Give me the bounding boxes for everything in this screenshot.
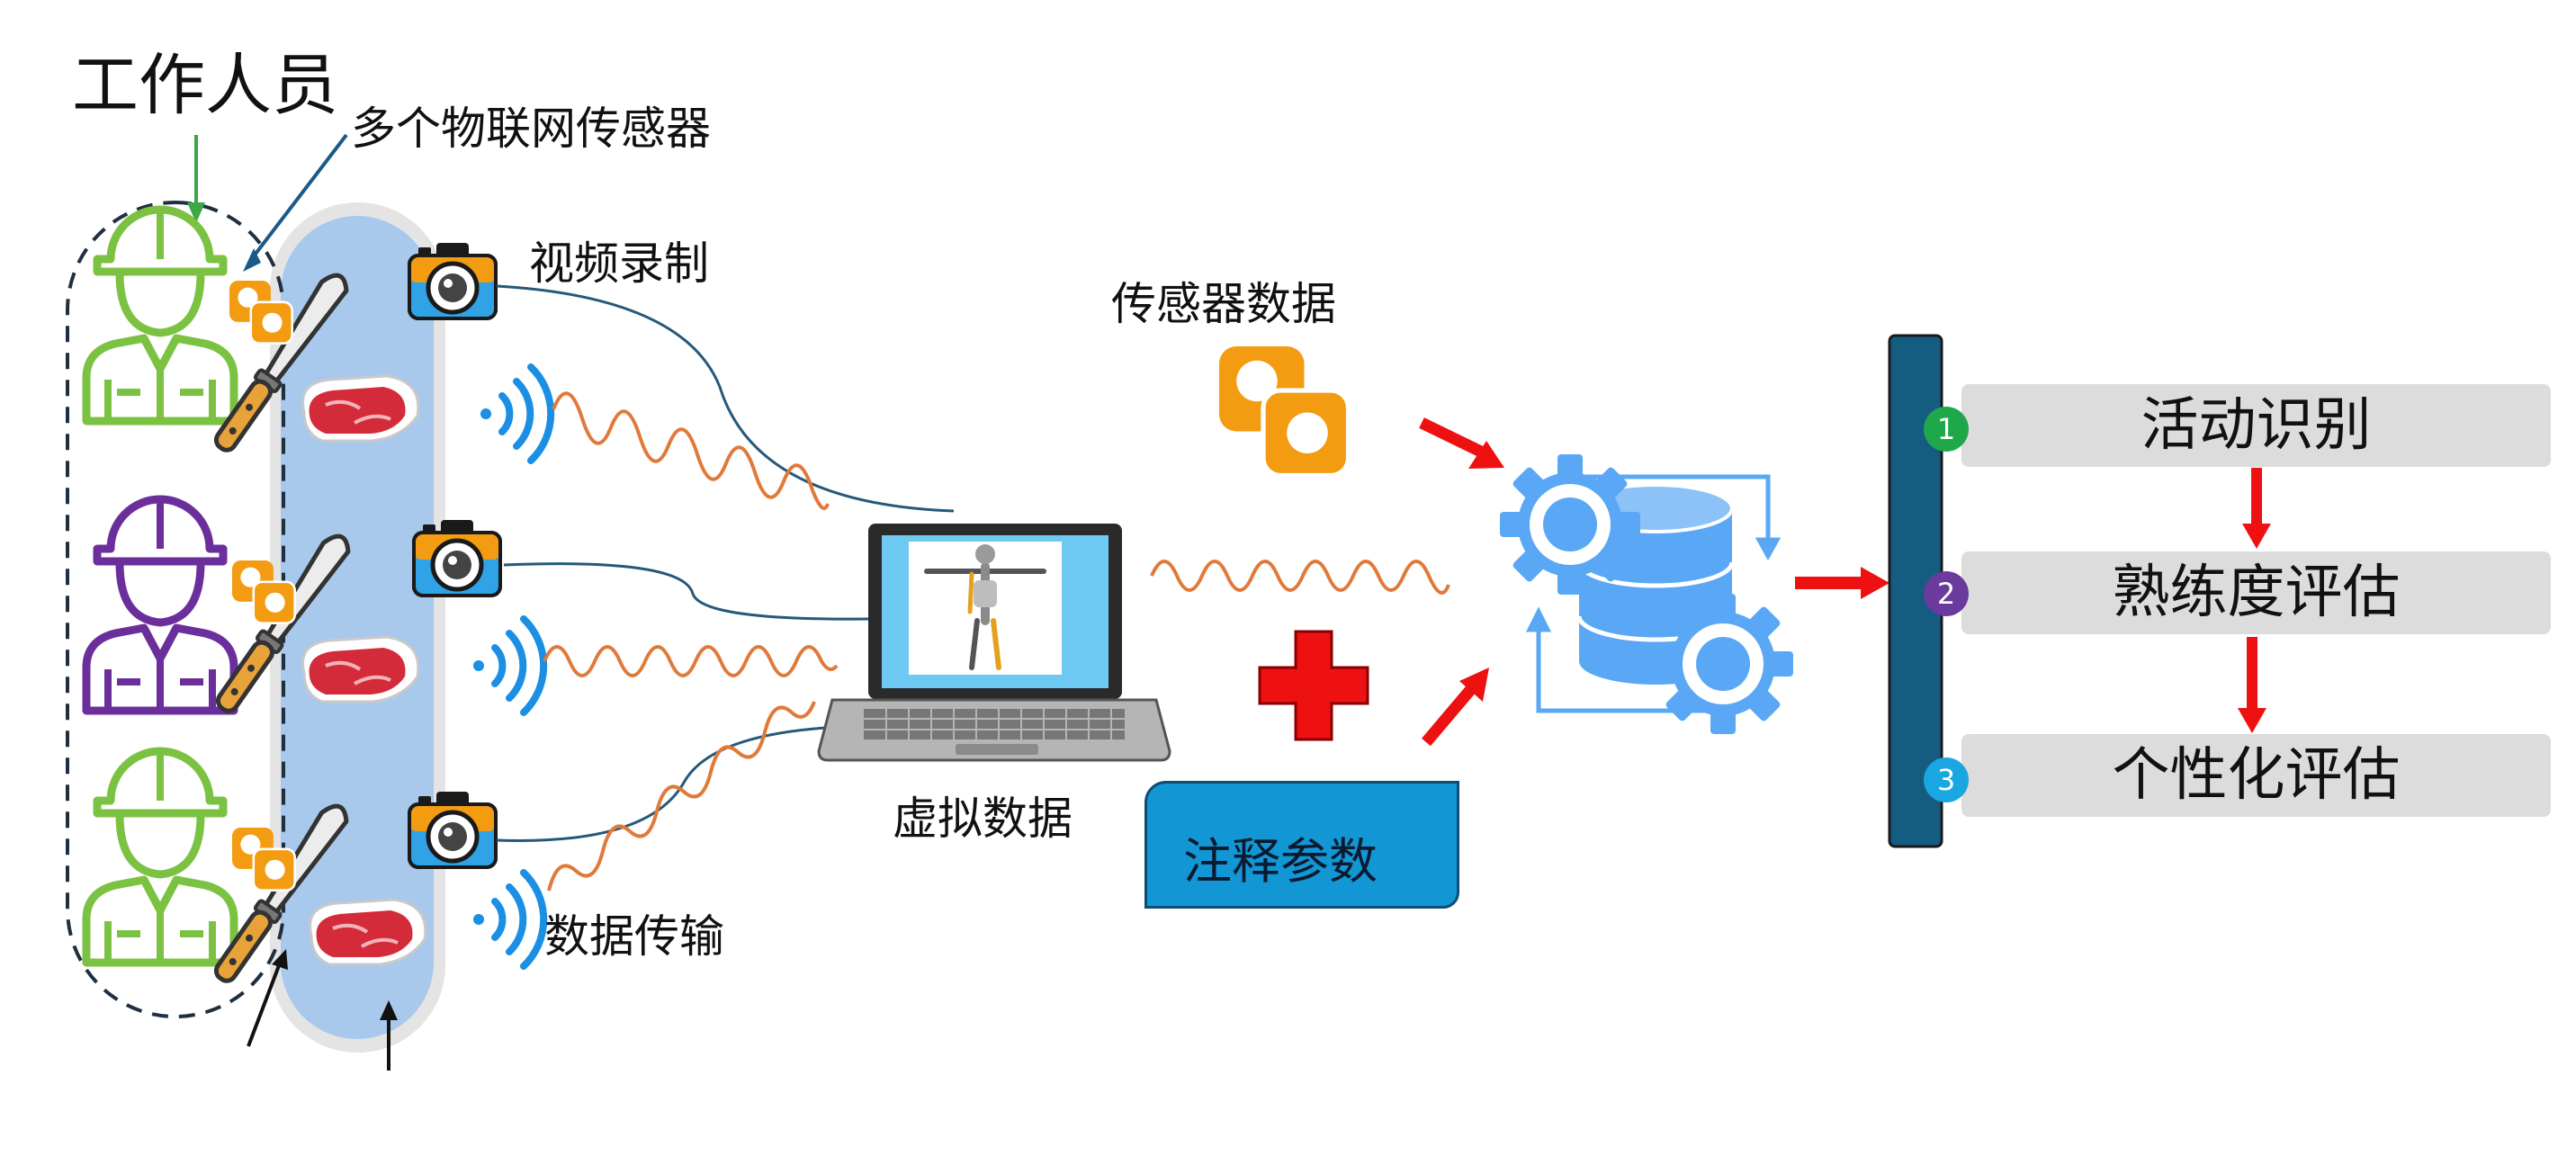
workers-label: 工作人员 — [72, 47, 338, 124]
step-proficiency-assessment: 熟练度评估 — [1961, 551, 2551, 634]
virtual-data-label: 虚拟数据 — [893, 793, 1073, 845]
step-activity-recognition: 活动识别 — [1961, 384, 2551, 467]
step-personalized-assessment: 个性化评估 — [1961, 734, 2551, 817]
step-badge: 3 — [1924, 757, 1969, 802]
skeleton-icon — [924, 544, 1046, 670]
data-transmission-label: 数据传输 — [544, 910, 724, 963]
worker-icon — [86, 210, 234, 421]
plus-icon — [1258, 630, 1369, 741]
pointer-arrows — [187, 133, 398, 1071]
gear-database-icon — [1500, 454, 1793, 734]
sensor-data-label: 传感器数据 — [1111, 278, 1336, 330]
wifi-icon — [473, 619, 543, 712]
video-recording-label: 视频录制 — [529, 237, 709, 290]
step-badge: 1 — [1924, 407, 1969, 452]
transmission-waves — [543, 391, 1450, 892]
iot-sensors-label: 多个物联网传感器 — [351, 103, 711, 155]
camera-icon — [409, 792, 496, 867]
annotation-params-label: 注释参数 — [1183, 833, 1378, 890]
annotation-params-box: 注释参数 — [1144, 781, 1459, 909]
sensor-icon — [1219, 346, 1349, 476]
camera-icon — [414, 520, 500, 596]
wifi-icon — [480, 367, 551, 461]
worker-icon — [86, 751, 234, 963]
meat-icon — [301, 635, 420, 703]
wifi-icon — [473, 873, 543, 966]
camera-icon — [409, 243, 496, 318]
meat-icon — [301, 374, 420, 443]
laptop-icon — [817, 524, 1171, 762]
step-badge: 2 — [1924, 571, 1969, 616]
flow-arrows — [1419, 417, 2271, 747]
worker-icon — [86, 499, 234, 711]
camera-cables — [496, 284, 955, 842]
meat-icon — [308, 898, 427, 966]
